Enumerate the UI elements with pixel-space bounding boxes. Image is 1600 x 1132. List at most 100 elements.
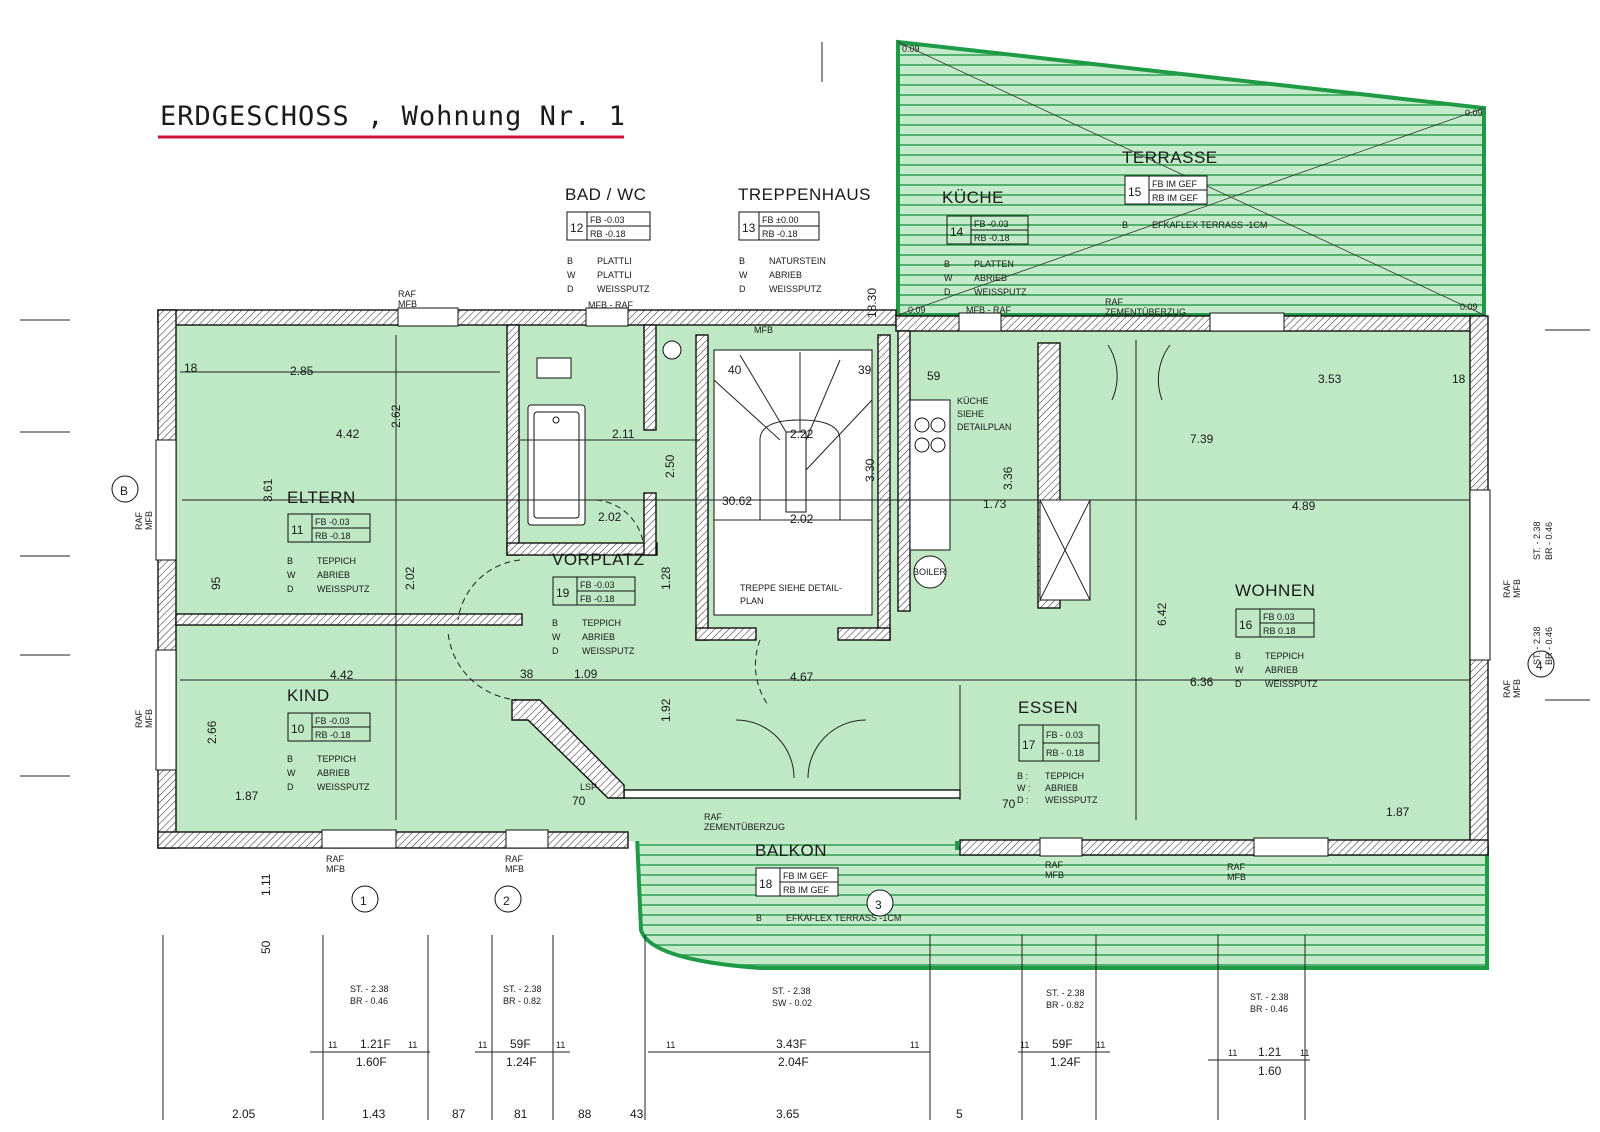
svg-text:ST. - 2.38: ST. - 2.38 — [1532, 521, 1542, 560]
svg-text:11: 11 — [291, 523, 304, 537]
plan-title: ERDGESCHOSS , Wohnung Nr. 1 — [158, 101, 625, 139]
svg-text:MFB: MFB — [144, 709, 154, 728]
svg-text:W: W — [567, 270, 576, 280]
svg-text:ST. - 2.38: ST. - 2.38 — [503, 984, 542, 994]
svg-text:BALKON: BALKON — [755, 841, 827, 860]
svg-text:FB - 0.03: FB - 0.03 — [1046, 730, 1083, 740]
svg-text:3.53: 3.53 — [1318, 372, 1342, 386]
svg-text:B: B — [756, 913, 762, 923]
svg-text:RB -0.18: RB -0.18 — [762, 229, 798, 239]
svg-text:RAF: RAF — [704, 812, 723, 822]
svg-text:WEISSPUTZ: WEISSPUTZ — [1265, 679, 1318, 689]
svg-text:BR - 0.46: BR - 0.46 — [350, 996, 388, 1006]
svg-text:3.61: 3.61 — [261, 478, 275, 502]
svg-text:BR - 0.82: BR - 0.82 — [1046, 1000, 1084, 1010]
svg-text:14: 14 — [950, 225, 964, 239]
svg-text:ST. - 2.38: ST. - 2.38 — [350, 984, 389, 994]
svg-text:RB - 0.18: RB - 0.18 — [1046, 748, 1084, 758]
staircase — [713, 349, 873, 616]
svg-text:PLAN: PLAN — [740, 596, 764, 606]
svg-text:11: 11 — [556, 1040, 565, 1050]
svg-text:ST. - 2.38: ST. - 2.38 — [1046, 988, 1085, 998]
svg-text:1.92: 1.92 — [659, 698, 673, 722]
svg-text:PLATTLI: PLATTLI — [597, 270, 632, 280]
svg-text:D: D — [287, 584, 294, 594]
svg-text:11: 11 — [666, 1040, 675, 1050]
svg-text:38: 38 — [520, 667, 534, 681]
svg-text:2.02: 2.02 — [598, 510, 622, 524]
svg-text:1.60F: 1.60F — [356, 1055, 387, 1069]
door-swings — [447, 344, 1171, 779]
svg-text:7.39: 7.39 — [1190, 432, 1214, 446]
svg-text:RAF: RAF — [1227, 862, 1246, 872]
svg-text:MFB: MFB — [754, 325, 773, 335]
svg-text:SIEHE: SIEHE — [957, 409, 984, 419]
svg-text:D: D — [552, 646, 559, 656]
svg-text:ZEMENTÜBERZUG: ZEMENTÜBERZUG — [704, 822, 785, 832]
svg-text:B: B — [739, 256, 745, 266]
svg-text:BR - 0.46: BR - 0.46 — [1544, 522, 1554, 560]
svg-text:BAD / WC: BAD / WC — [565, 185, 646, 204]
svg-text:MFB: MFB — [398, 299, 417, 309]
svg-text:3.43F: 3.43F — [776, 1037, 807, 1051]
room-label-essen: ESSEN 17 FB - 0.03 RB - 0.18 B :TEPPICH … — [1017, 698, 1100, 805]
svg-text:B: B — [287, 556, 293, 566]
svg-text:17: 17 — [1022, 738, 1036, 752]
svg-text:RAF: RAF — [398, 289, 417, 299]
svg-text:B: B — [1122, 220, 1128, 230]
svg-text:5: 5 — [956, 1107, 963, 1121]
svg-text:B :: B : — [1017, 771, 1028, 781]
svg-text:2.04F: 2.04F — [778, 1055, 809, 1069]
svg-text:10: 10 — [291, 722, 305, 736]
svg-text:B: B — [552, 618, 558, 628]
svg-text:MFB - RAF: MFB - RAF — [588, 300, 633, 310]
svg-text:2.11: 2.11 — [612, 427, 635, 441]
svg-text:70: 70 — [1002, 797, 1016, 811]
svg-text:MFB: MFB — [505, 864, 524, 874]
svg-text:ESSEN: ESSEN — [1018, 698, 1078, 717]
svg-text:RB -0.18: RB -0.18 — [315, 531, 351, 541]
svg-text:BR - 0.82: BR - 0.82 — [503, 996, 541, 1006]
axis-4-marker: 4 — [1527, 650, 1555, 678]
svg-text:88: 88 — [578, 1107, 592, 1121]
svg-text:18: 18 — [759, 877, 773, 891]
svg-text:FB -0.03: FB -0.03 — [315, 716, 350, 726]
svg-text:1.11: 1.11 — [259, 873, 273, 896]
svg-text:WEISSPUTZ: WEISSPUTZ — [317, 584, 370, 594]
svg-text:13: 13 — [742, 221, 756, 235]
svg-text:12: 12 — [570, 221, 584, 235]
svg-text:RB -0.18: RB -0.18 — [315, 730, 351, 740]
svg-text:B: B — [1235, 651, 1241, 661]
svg-text:18.30: 18.30 — [865, 288, 879, 318]
svg-text:11: 11 — [1020, 1040, 1029, 1050]
svg-text:1.43: 1.43 — [362, 1107, 386, 1121]
svg-text:W: W — [287, 768, 296, 778]
svg-text:BR - 0.46: BR - 0.46 — [1250, 1004, 1288, 1014]
svg-text:B: B — [120, 484, 128, 498]
svg-text:W: W — [552, 632, 561, 642]
svg-text:RB IM GEF: RB IM GEF — [783, 885, 830, 895]
svg-text:B: B — [944, 259, 950, 269]
svg-text:TREPPE SIEHE DETAIL-: TREPPE SIEHE DETAIL- — [740, 583, 842, 593]
svg-text:ABRIEB: ABRIEB — [582, 632, 615, 642]
svg-text:LSP: LSP — [580, 782, 597, 792]
svg-text:W: W — [944, 273, 953, 283]
svg-text:4.67: 4.67 — [790, 670, 814, 684]
svg-text:TEPPICH: TEPPICH — [317, 754, 356, 764]
terrace-levels: 0.09 0.09 0.09 0.09 — [902, 44, 1483, 315]
svg-text:KÜCHE: KÜCHE — [957, 396, 989, 406]
svg-text:59F: 59F — [510, 1037, 531, 1051]
svg-text:W: W — [1235, 665, 1244, 675]
svg-text:D: D — [739, 284, 746, 294]
svg-text:18: 18 — [1452, 372, 1466, 386]
svg-text:1.87: 1.87 — [1386, 805, 1410, 819]
svg-text:ABRIEB: ABRIEB — [974, 273, 1007, 283]
svg-text:11: 11 — [1096, 1040, 1105, 1050]
svg-text:WEISSPUTZ: WEISSPUTZ — [769, 284, 822, 294]
svg-text:2.05: 2.05 — [232, 1107, 256, 1121]
svg-text:WEISSPUTZ: WEISSPUTZ — [317, 782, 370, 792]
